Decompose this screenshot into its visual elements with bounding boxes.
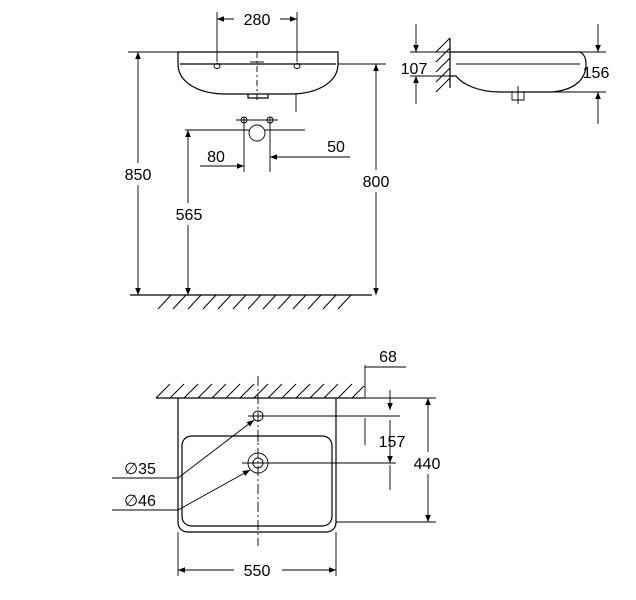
top-wall-hatch	[155, 383, 365, 399]
dim-440-bg	[406, 452, 450, 474]
dim-800-bg	[354, 170, 398, 192]
dim-50: 50	[327, 139, 345, 156]
top-view: 68 157 440 550 ∅35 ∅46	[112, 349, 450, 580]
dim-157: 157	[379, 434, 406, 451]
leader-46	[177, 469, 251, 511]
waste-valve-circle	[248, 124, 266, 142]
front-view: 280 80 50 850 565 800	[116, 12, 398, 310]
basin-top-inner	[181, 435, 333, 527]
basin-front-outline	[177, 51, 339, 95]
dim-107: 107	[401, 61, 428, 78]
leader-35	[177, 419, 255, 479]
basin-top-outer	[177, 398, 337, 533]
basin-side-outline	[450, 51, 587, 93]
dim-850-bg	[116, 163, 160, 185]
dim-diameter-35: ∅35	[124, 461, 156, 478]
dim-850: 850	[125, 167, 152, 184]
dim-565: 565	[176, 207, 203, 224]
floor-hatch	[157, 294, 352, 310]
dim-800: 800	[363, 174, 390, 191]
waste-outlet	[247, 94, 269, 99]
side-view: 107 156	[401, 24, 610, 124]
dim-550: 550	[244, 563, 271, 580]
dim-68: 68	[379, 349, 397, 366]
dim-diameter-46: ∅46	[124, 493, 156, 510]
wall-hatch	[435, 37, 451, 93]
dim-280: 280	[244, 12, 271, 29]
tap-hole-right	[293, 63, 301, 69]
dim-440: 440	[414, 456, 441, 473]
dim-156: 156	[583, 65, 610, 82]
tap-hole-left	[213, 63, 221, 69]
dim-80: 80	[207, 149, 225, 166]
dim-565-bg	[168, 203, 210, 225]
